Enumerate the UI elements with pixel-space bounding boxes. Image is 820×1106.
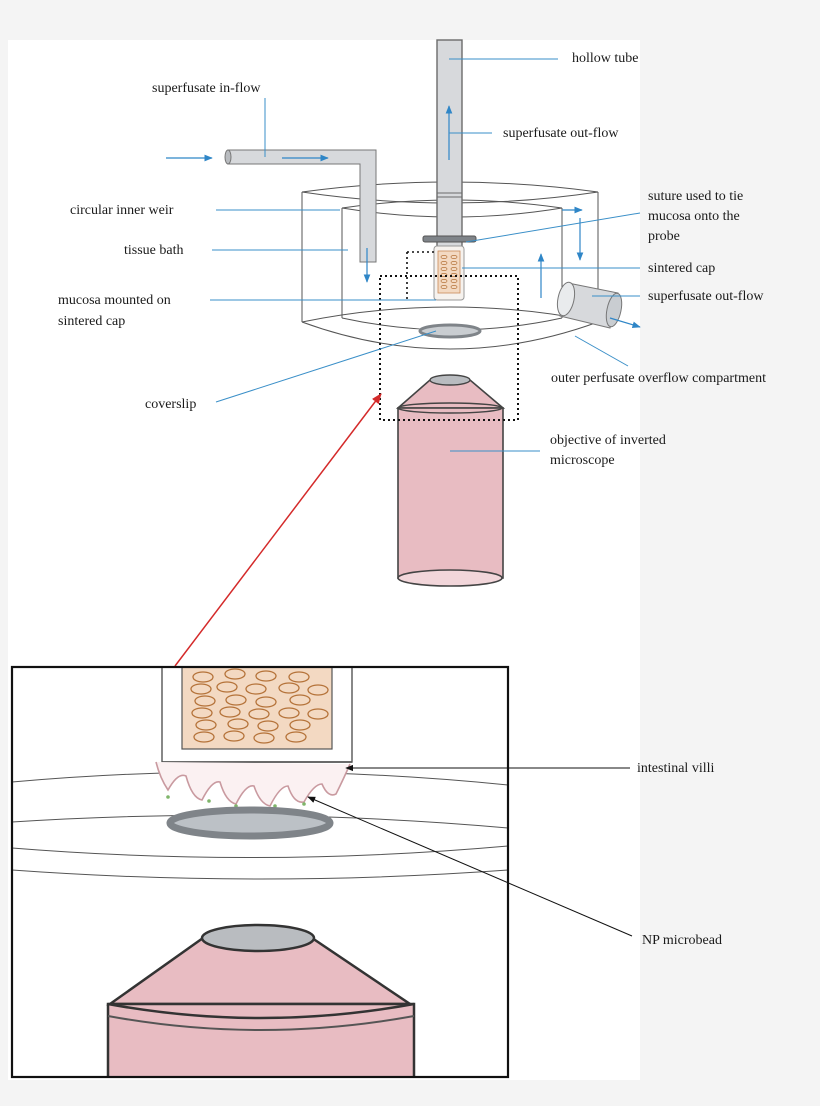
label-suture-1: suture used to tie (648, 189, 743, 204)
microbead-pointer (307, 796, 633, 937)
microscope-objective (395, 374, 506, 587)
label-objective-1: objective of inverted (550, 433, 666, 448)
label-coverslip: coverslip (145, 397, 196, 412)
label-tissue-bath: tissue bath (124, 243, 184, 258)
label-outer-compartment: outer perfusate overflow compartment (551, 371, 766, 386)
zoom-region-box (379, 275, 519, 421)
inset-border (10, 665, 510, 1079)
inflow-tube (224, 149, 377, 263)
apparatus (166, 39, 641, 667)
cap-pores (190, 668, 329, 744)
intestinal-villi-shape (155, 761, 351, 807)
label-superfusate-outflow-top: superfusate out-flow (503, 126, 619, 141)
leader-lines (210, 58, 641, 452)
coverslip-ring (418, 323, 482, 339)
label-superfusate-inflow: superfusate in-flow (152, 81, 261, 96)
labels: hollow tube superfusate in-flow superfus… (58, 51, 766, 948)
label-mucosa-2: sintered cap (58, 314, 125, 329)
zoom-arrow (174, 393, 382, 667)
inset-coverslip (166, 806, 334, 840)
inset-objective (106, 923, 416, 1077)
label-suture-3: probe (648, 229, 680, 244)
label-mucosa-1: mucosa mounted on (58, 293, 171, 308)
suture-ring (422, 235, 477, 243)
label-sintered-cap: sintered cap (648, 261, 715, 276)
label-np-microbead: NP microbead (642, 933, 722, 948)
inset-probe (161, 667, 353, 763)
label-suture-2: mucosa onto the (648, 209, 740, 224)
label-objective-2: microscope (550, 453, 615, 468)
label-intestinal-villi: intestinal villi (637, 761, 714, 776)
label-hollow-tube: hollow tube (572, 51, 639, 66)
hollow-tube (422, 39, 477, 301)
label-circular-inner-weir: circular inner weir (70, 203, 174, 218)
label-superfusate-outflow-side: superfusate out-flow (648, 289, 764, 304)
np-microbeads (166, 795, 306, 808)
zoom-inset (10, 665, 633, 1079)
